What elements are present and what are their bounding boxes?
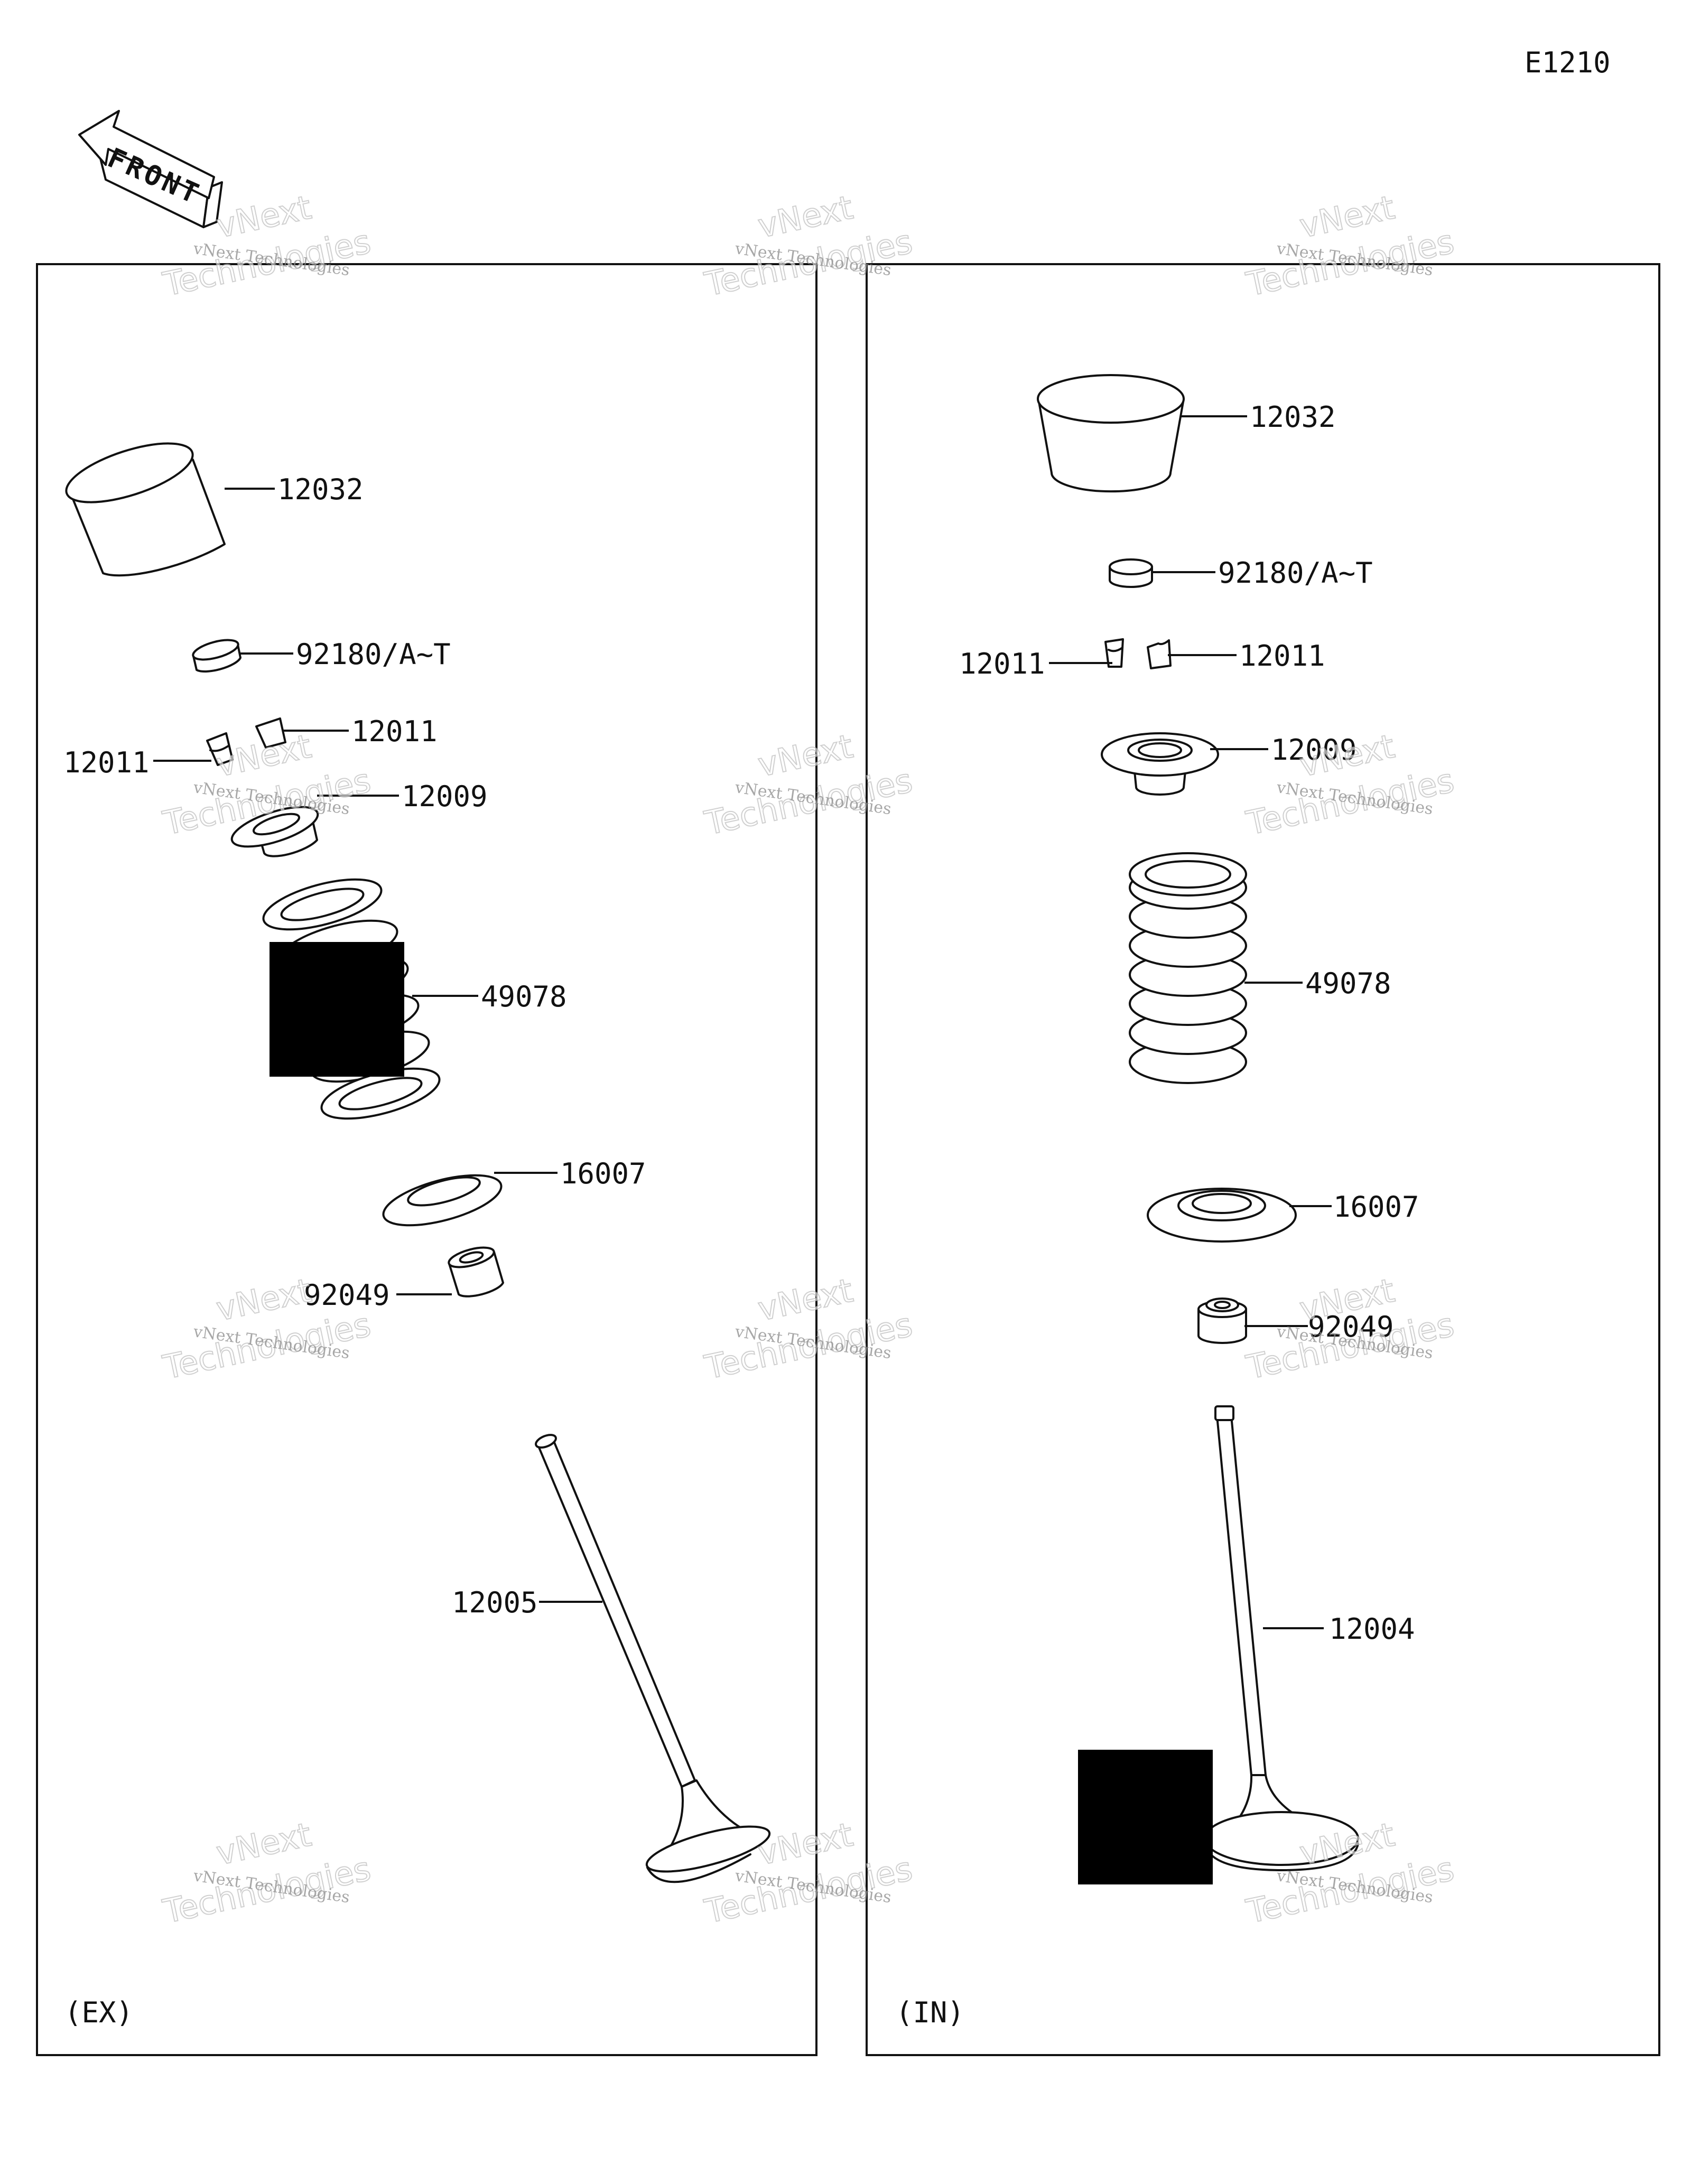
ex-cotter-left: [206, 732, 234, 766]
ex-retainer-label: 12009: [402, 780, 488, 813]
panel-in-frame: [866, 263, 1660, 2056]
in-seal-label: 92049: [1308, 1310, 1394, 1343]
watermark-9: vNext Technologies vNext Technologies: [1242, 1271, 1458, 1387]
in-retainer-label: 12009: [1271, 733, 1357, 767]
in-tappet-label: 12032: [1250, 400, 1336, 434]
in-valve-label: 12004: [1329, 1612, 1415, 1646]
watermark-10: vNext Technologies vNext Technologies: [159, 1815, 375, 1931]
in-shim: [1109, 558, 1153, 588]
in-cotter-right: [1147, 639, 1172, 669]
watermark-8: vNext Technologies vNext Technologies: [701, 1271, 916, 1387]
in-seat-label: 16007: [1333, 1190, 1419, 1224]
ex-spring-label: 49078: [481, 980, 567, 1013]
in-cotter-right-label: 12011: [1239, 639, 1325, 673]
watermark-2: vNext Technologies vNext Technologies: [701, 188, 916, 304]
in-seal: [1197, 1298, 1247, 1344]
redaction-block-ex: [270, 942, 404, 1077]
ex-cotter-right-label: 12011: [351, 715, 438, 748]
ex-seal: [448, 1246, 504, 1298]
ex-seat: [382, 1174, 503, 1227]
in-shim-label: 92180/A~T: [1218, 556, 1373, 590]
ex-valve-label: 12005: [452, 1586, 538, 1619]
ex-cotter-right: [255, 717, 286, 749]
ex-tappet-label: 12032: [277, 473, 364, 506]
in-cotter-left-label: 12011: [959, 647, 1045, 680]
watermark-3: vNext Technologies vNext Technologies: [1242, 188, 1458, 304]
ex-retainer: [230, 806, 319, 857]
in-seat: [1147, 1188, 1297, 1243]
ex-valve: [535, 1434, 771, 1883]
panel-ex-frame: [36, 263, 817, 2056]
redaction-block-in: [1078, 1750, 1213, 1884]
ex-seat-label: 16007: [560, 1157, 646, 1190]
panel-in-caption: (IN): [896, 1996, 964, 2029]
panel-ex-caption: (EX): [64, 1996, 133, 2029]
diagram-code: E1210: [1525, 46, 1611, 79]
ex-seal-label: 92049: [304, 1278, 390, 1312]
ex-tappet: [65, 442, 226, 577]
ex-shim-label: 92180/A~T: [296, 638, 451, 671]
ex-cotter-left-label: 12011: [63, 746, 150, 779]
in-tappet: [1037, 374, 1185, 493]
in-retainer: [1101, 732, 1219, 796]
in-spring: [1129, 852, 1247, 1084]
in-cotter-left: [1104, 638, 1124, 668]
watermark-5: vNext Technologies vNext Technologies: [701, 726, 916, 843]
front-arrow-icon: FRONT: [78, 110, 223, 228]
in-spring-label: 49078: [1305, 967, 1391, 1000]
ex-shim: [192, 639, 241, 673]
